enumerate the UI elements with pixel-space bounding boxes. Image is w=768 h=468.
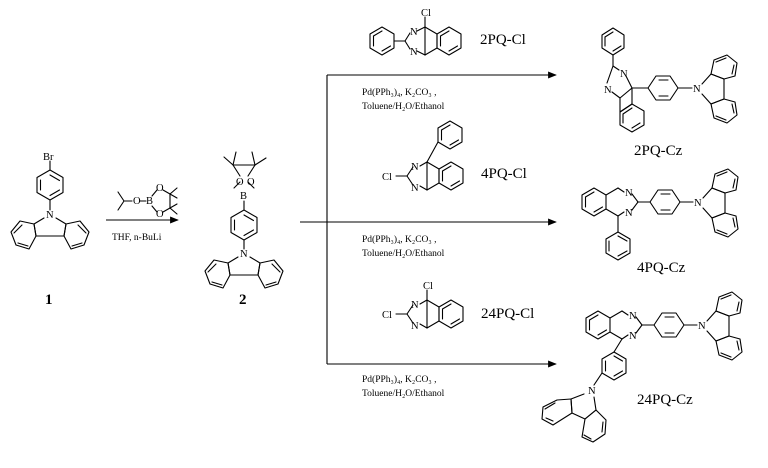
carbazole-nitrogen: N: [694, 198, 702, 209]
compound-1-label: 1: [45, 292, 53, 308]
compound-1: Br N 1: [10, 152, 90, 308]
carbazole-nitrogen: N: [693, 84, 701, 95]
compound-2-label: 2: [239, 292, 247, 308]
reagent-2pq-cl: Cl N N 2PQ-Cl: [369, 8, 526, 58]
nitrogen-atom: N: [46, 210, 54, 221]
suzuki-conditions-2: Pd(PPh₃)₄, K₂CO₃ , Toluene/H₂O/Ethanol: [362, 234, 445, 259]
reagent-24pq-cl-label: 24PQ-Cl: [481, 306, 534, 322]
svg-text:Pd(PPh₃)₄, K₂CO₃ ,: Pd(PPh₃)₄, K₂CO₃ ,: [362, 234, 436, 245]
chlorine-atom: Cl: [423, 281, 433, 292]
svg-text:Toluene/H₂O/Ethanol: Toluene/H₂O/Ethanol: [362, 249, 445, 259]
product-24pq-cz-label: 24PQ-Cz: [637, 392, 693, 408]
oxygen-atom: O: [156, 183, 164, 194]
chlorine-atom: Cl: [421, 8, 431, 19]
nitrogen-atom: N: [625, 208, 633, 219]
compound-2: O O B N 2: [204, 151, 284, 308]
product-4pq-cz-label: 4PQ-Cz: [637, 260, 686, 276]
suzuki-conditions-1: Pd(PPh₃)₄, K₂CO₃ , Toluene/H₂O/Ethanol: [362, 87, 445, 112]
svg-text:Pd(PPh₃)₄, K₂CO₃ ,: Pd(PPh₃)₄, K₂CO₃ ,: [362, 374, 436, 385]
reagent-4pq-cl: Cl N N 4PQ-Cl: [382, 120, 527, 194]
nitrogen-atom: N: [411, 183, 419, 194]
product-4pq-cz: N N N 4PQ-Cz: [581, 168, 739, 276]
carbazole-unit: [10, 217, 90, 250]
svg-text:Pd(PPh₃)₄, K₂CO₃ ,: Pd(PPh₃)₄, K₂CO₃ ,: [362, 87, 436, 98]
step1-conditions: THF, n-BuLi: [112, 233, 162, 243]
nitrogen-atom: N: [625, 188, 633, 199]
nitrogen-atom: N: [629, 311, 637, 322]
oxygen-atom: O: [247, 177, 255, 188]
nitrogen-atom: N: [411, 162, 419, 173]
suzuki-conditions-3: Pd(PPh₃)₄, K₂CO₃ , Toluene/H₂O/Ethanol: [362, 374, 445, 399]
phenylene-ring: [230, 200, 258, 250]
nitrogen-atom: N: [604, 85, 612, 96]
product-2pq-cz-label: 2PQ-Cz: [634, 143, 683, 159]
svg-text:Toluene/H₂O/Ethanol: Toluene/H₂O/Ethanol: [362, 102, 445, 112]
nitrogen-atom: N: [629, 331, 637, 342]
boron-atom: B: [146, 196, 153, 207]
reagent-24pq-cl: Cl Cl N N 24PQ-Cl: [382, 281, 534, 332]
carbazole-unit: [204, 256, 284, 289]
product-24pq-cz: N N N N 24PQ-Cz: [541, 291, 743, 443]
pinacol-ring: [223, 151, 267, 189]
nitrogen-atom: N: [410, 47, 418, 58]
nitrogen-atom: N: [240, 249, 248, 260]
svg-text:Toluene/H₂O/Ethanol: Toluene/H₂O/Ethanol: [362, 389, 445, 399]
step1-reaction: O B O O THF, n-BuLi: [106, 183, 179, 243]
oxygen-atom: O: [156, 209, 164, 220]
carbazole-nitrogen: N: [698, 321, 706, 332]
boron-atom: B: [240, 191, 247, 202]
nitrogen-atom: N: [620, 69, 628, 80]
reagent-2pq-cl-label: 2PQ-Cl: [480, 32, 526, 48]
oxygen-atom: O: [133, 196, 141, 207]
oxygen-atom: O: [236, 177, 244, 188]
carbazole-nitrogen: N: [588, 386, 596, 397]
branch-arrows: [300, 71, 557, 368]
nitrogen-atom: N: [411, 300, 419, 311]
nitrogen-atom: N: [411, 321, 419, 332]
isopropoxy-pinacolborane-reagent: O B O O: [117, 183, 178, 220]
chlorine-atom: Cl: [382, 172, 392, 183]
nitrogen-atom: N: [410, 27, 418, 38]
bromophenyl-ring: [36, 160, 64, 211]
reagent-4pq-cl-label: 4PQ-Cl: [481, 166, 527, 182]
chlorine-atom: Cl: [382, 310, 392, 321]
bromine-atom: Br: [43, 152, 54, 163]
product-2pq-cz: N N N 2PQ-Cz: [601, 27, 738, 159]
